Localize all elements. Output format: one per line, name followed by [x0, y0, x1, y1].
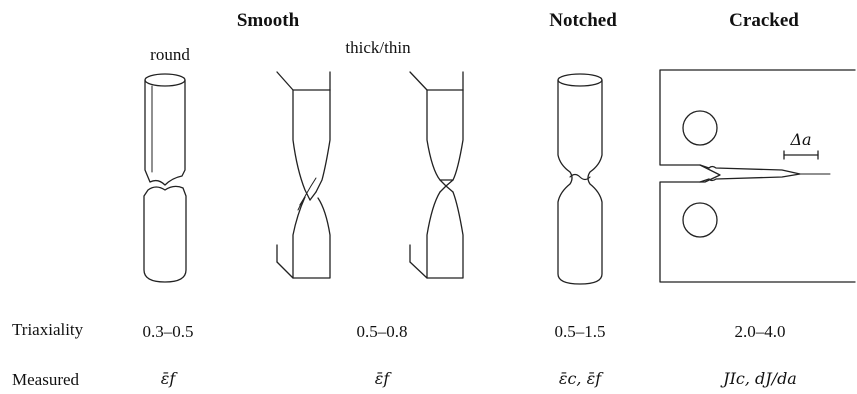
round-specimen-top-face	[144, 73, 186, 87]
lower-pin-hole	[682, 202, 718, 238]
triaxiality-cracked: 2.0–4.0	[734, 322, 786, 341]
measured-round: ε̄f	[160, 369, 176, 388]
row-label-triaxiality: Triaxiality	[12, 320, 84, 339]
measured-thick-thin: ε̄f	[374, 369, 390, 388]
header-cracked: Cracked	[729, 10, 799, 31]
measured-notched: ε̄c, ε̄f	[558, 369, 602, 388]
cracked-specimen	[659, 69, 856, 283]
subheader-round: round	[150, 45, 190, 64]
upper-pin-hole	[682, 110, 718, 146]
round-specimen-lower-half	[143, 185, 187, 283]
crack-extension-label: Δa	[790, 130, 812, 149]
triaxiality-round: 0.3–0.5	[142, 322, 194, 341]
thick-specimen	[276, 71, 331, 279]
thin-specimen	[409, 71, 464, 279]
triaxiality-thick-thin: 0.5–0.8	[356, 322, 408, 341]
triaxiality-notched: 0.5–1.5	[554, 322, 606, 341]
round-specimen	[143, 73, 187, 283]
subheader-thick-thin: thick/thin	[345, 38, 411, 57]
header-smooth: Smooth	[236, 10, 300, 31]
round-specimen-upper-half	[144, 79, 186, 186]
measured-cracked: JIc, dJ/da	[723, 369, 797, 388]
notched-specimen	[557, 73, 603, 285]
row-label-measured: Measured	[12, 370, 80, 389]
notched-specimen-top-face	[557, 73, 603, 87]
header-notched: Notched	[549, 10, 617, 31]
